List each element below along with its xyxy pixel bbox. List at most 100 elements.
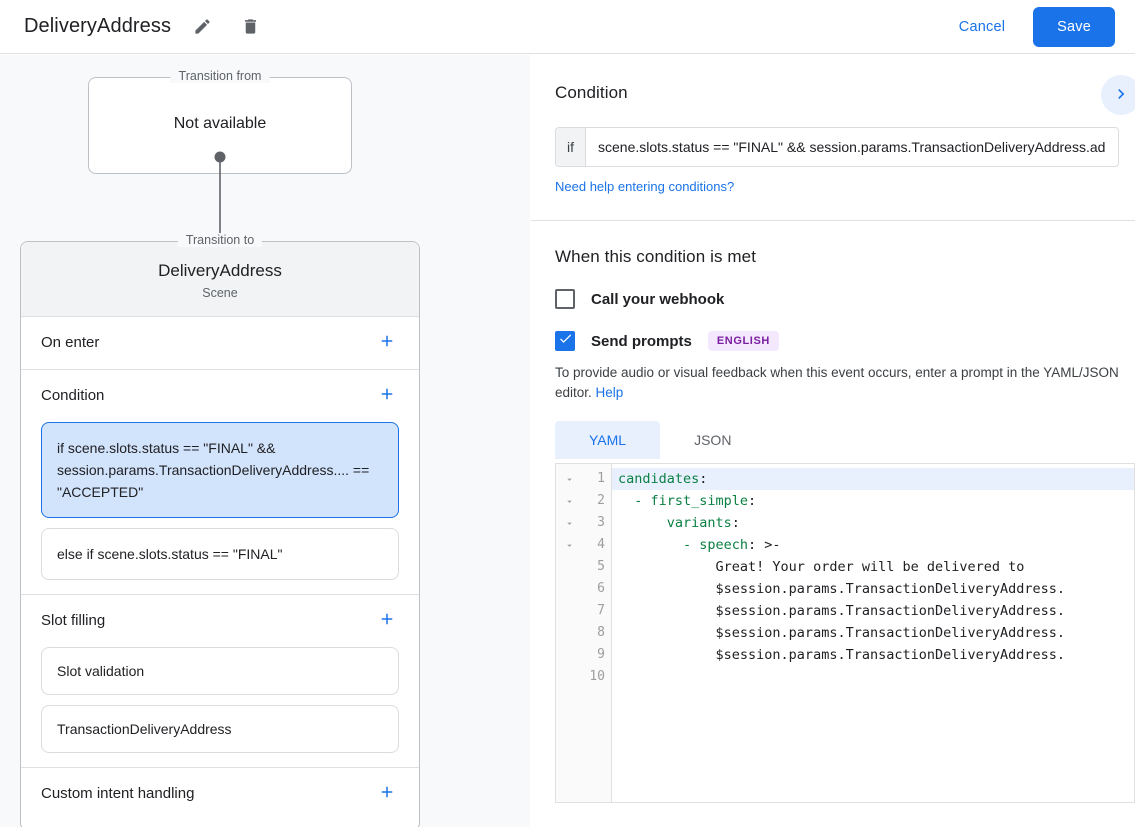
plus-icon [378,783,396,804]
code-token-key: candidates [618,471,700,487]
language-chip: ENGLISH [707,331,779,351]
section-header-custom-intent-handling[interactable]: Custom intent handling [21,768,419,820]
condition-help-link[interactable]: Need help entering conditions? [555,179,735,194]
fold-spacer [556,556,582,578]
fold-spacer [556,644,582,666]
plus-icon [378,610,396,631]
transition-to-box: DeliveryAddress Scene On enter Condition [20,241,420,827]
scene-header: DeliveryAddress Scene [21,242,419,317]
code-line[interactable]: $session.params.TransactionDeliveryAddre… [612,600,1134,622]
add-slot-filling-button[interactable] [375,609,399,633]
code-content[interactable]: candidates: - first_simple: variants: - … [612,464,1134,802]
condition-input[interactable] [586,128,1118,166]
send-prompts-label: Send prompts [591,332,692,350]
editor-format-tabs: YAML JSON [555,421,1135,459]
code-token-text: $session.params.TransactionDeliveryAddre… [618,581,1066,597]
code-token-text: $session.params.TransactionDeliveryAddre… [618,603,1066,619]
code-line[interactable]: $session.params.TransactionDeliveryAddre… [612,622,1134,644]
code-line[interactable]: - first_simple: [612,490,1134,512]
fold-toggle-icon[interactable] [556,468,582,490]
send-prompts-checkbox[interactable] [555,331,575,351]
code-line[interactable]: $session.params.TransactionDeliveryAddre… [612,644,1134,666]
scene-type-label: Scene [202,285,238,300]
code-token-text: $session.params.TransactionDeliveryAddre… [618,625,1066,641]
code-line[interactable]: variants: [612,512,1134,534]
code-line[interactable]: - speech: >- [612,534,1134,556]
condition-list: if scene.slots.status == "FINAL" && sess… [21,421,419,594]
left-graph-panel: Transition from Not available Transition… [0,55,530,827]
code-token-punct: : [748,493,757,509]
trash-icon [241,17,260,36]
section-title-condition: Condition [41,387,105,405]
section-header-slot-filling[interactable]: Slot filling [21,595,419,647]
fold-toggle-icon[interactable] [556,490,582,512]
list-item[interactable]: if scene.slots.status == "FINAL" && sess… [41,421,399,518]
help-link[interactable]: Help [595,385,624,400]
code-token-text: $session.params.TransactionDeliveryAddre… [618,647,1066,663]
line-number: 3 [597,515,605,530]
send-prompts-row: Send prompts ENGLISH [555,331,1135,351]
fold-spacer [556,666,582,688]
line-number: 8 [597,625,605,640]
tab-json[interactable]: JSON [660,421,765,459]
line-number: 9 [597,647,605,662]
code-token-punct: : [699,471,708,487]
code-line[interactable]: Great! Your order will be delivered to [612,556,1134,578]
section-divider [531,220,1135,221]
fold-spacer [556,600,582,622]
chevron-right-icon [1111,84,1131,107]
list-item[interactable]: else if scene.slots.status == "FINAL" [41,527,399,580]
delete-button[interactable] [233,10,267,44]
section-title-slot-filling: Slot filling [41,612,106,630]
fold-toggle-icon[interactable] [556,534,582,556]
fold-toggle-icon[interactable] [556,512,582,534]
expand-panel-button[interactable] [1101,75,1135,115]
code-line[interactable]: candidates: [612,468,1134,490]
slot-filling-list: Slot validation TransactionDeliveryAddre… [21,646,419,767]
line-number: 1 [597,471,605,486]
save-button[interactable]: Save [1033,6,1115,47]
check-icon [558,331,573,351]
list-item[interactable]: Slot validation [41,646,399,695]
line-number: 4 [597,537,605,552]
description-text: To provide audio or visual feedback when… [555,365,1119,400]
call-webhook-checkbox[interactable] [555,289,575,309]
code-line[interactable]: $session.params.TransactionDeliveryAddre… [612,578,1134,600]
cancel-button[interactable]: Cancel [945,10,1019,44]
section-title-on-enter: On enter [41,334,100,352]
section-header-on-enter[interactable]: On enter [21,317,419,369]
top-app-bar: DeliveryAddress Cancel Save [0,0,1135,54]
edit-name-button[interactable] [185,10,219,44]
plus-icon [378,385,396,406]
line-number: 10 [589,669,605,684]
add-on-enter-button[interactable] [375,331,399,355]
add-custom-intent-button[interactable] [375,782,399,806]
transition-from-value: Not available [173,114,267,132]
condition-heading: Condition [555,83,628,102]
code-token-key: - first_simple [618,493,749,509]
code-fold-gutter[interactable] [556,464,582,802]
section-header-condition[interactable]: Condition [21,370,419,422]
tab-yaml[interactable]: YAML [555,421,661,459]
if-label: if [556,128,586,166]
section-slot-filling: Slot filling Slot validation Transaction… [21,595,419,768]
when-condition-met-section: When this condition is met Call your web… [531,221,1135,803]
code-token-punct: : [731,515,740,531]
condition-section: Condition if Need help entering conditio… [531,55,1135,196]
code-token-key: variants [618,515,732,531]
right-detail-panel: Condition if Need help entering conditio… [531,55,1135,827]
line-number: 2 [597,493,605,508]
fold-spacer [556,622,582,644]
webhook-row: Call your webhook [555,289,1135,309]
condition-input-row: if [555,127,1119,167]
list-item[interactable]: TransactionDeliveryAddress [41,704,399,753]
page-title: DeliveryAddress [24,15,172,37]
code-token-punct: : >- [748,537,781,553]
code-line[interactable] [612,666,1134,688]
line-number: 6 [597,581,605,596]
code-token-text: Great! Your order will be delivered to [618,559,1025,575]
add-condition-button[interactable] [375,384,399,408]
prompt-editor-description: To provide audio or visual feedback when… [555,363,1121,403]
